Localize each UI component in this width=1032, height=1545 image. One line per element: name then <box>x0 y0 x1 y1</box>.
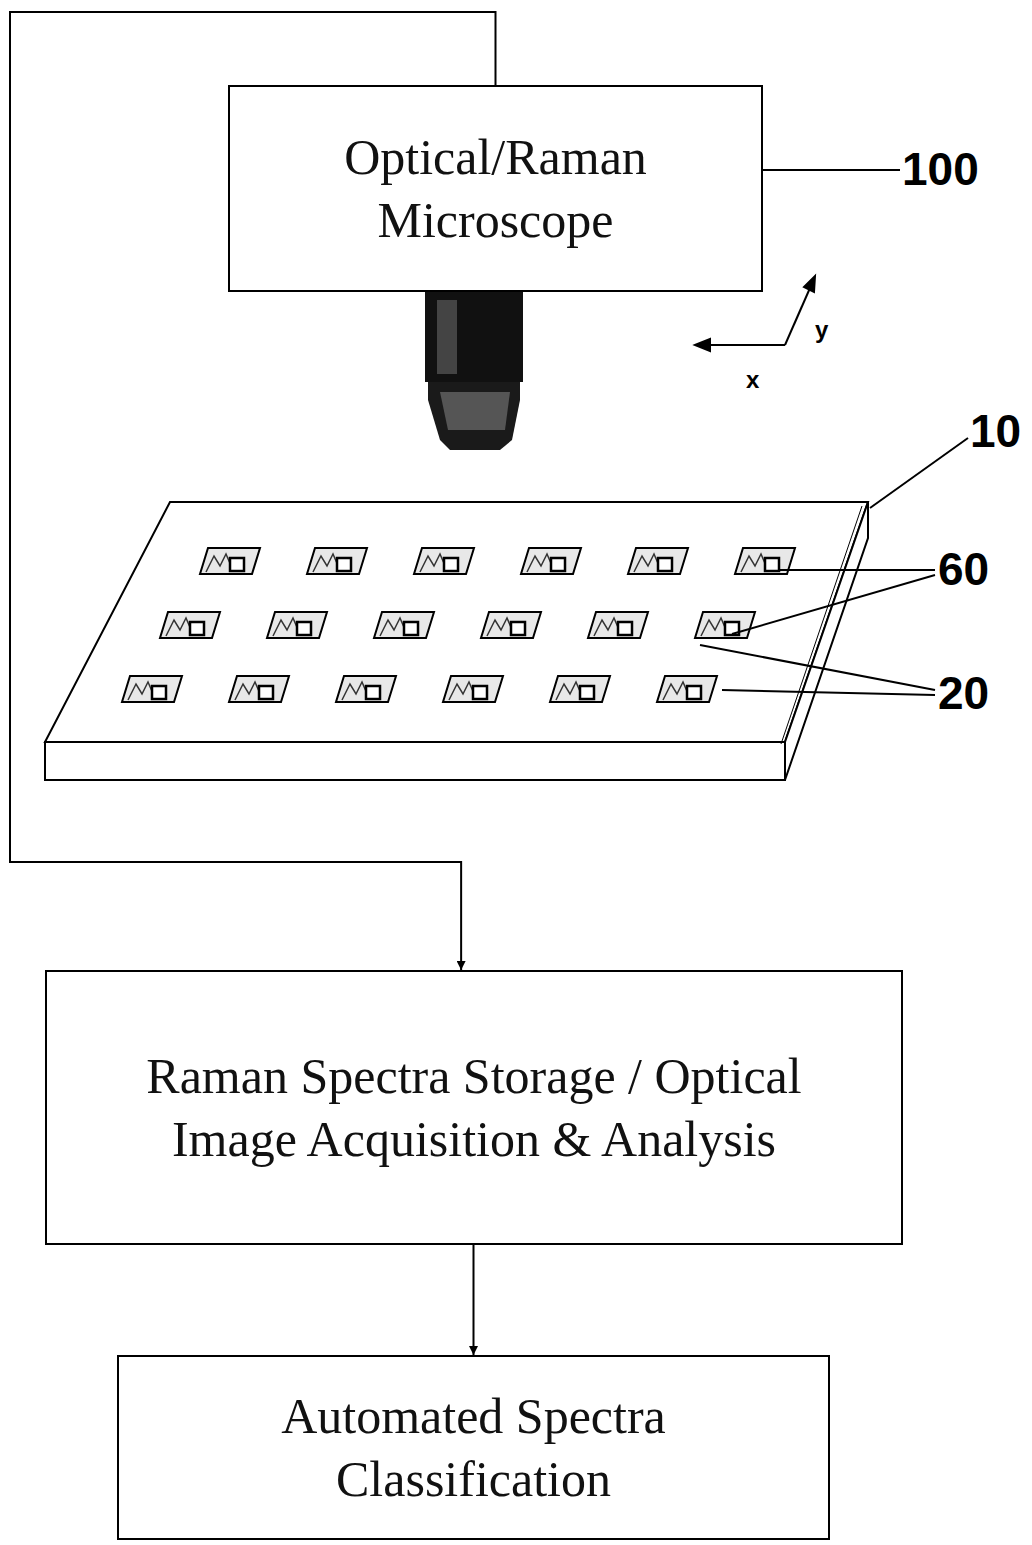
sample-spot <box>588 612 648 638</box>
box-text: Raman Spectra Storage / Optical Image Ac… <box>107 1045 841 1170</box>
sample-spot <box>481 612 541 638</box>
callout-number: 100 <box>902 146 979 192</box>
callout-number: 20 <box>938 670 989 716</box>
process-box: Automated Spectra Classification <box>117 1355 830 1540</box>
sample-array <box>122 548 795 702</box>
sample-spot <box>200 548 260 574</box>
box-text: Automated Spectra Classification <box>209 1385 738 1510</box>
sample-spot <box>160 612 220 638</box>
sample-spot <box>267 612 327 638</box>
sample-spot <box>414 548 474 574</box>
box-text: Optical/Raman Microscope <box>290 126 701 251</box>
flow-arrow <box>473 1245 475 1355</box>
sample-spot <box>336 676 396 702</box>
sample-spot <box>443 676 503 702</box>
sample-spot <box>657 676 717 702</box>
axis-label: x <box>746 368 759 392</box>
process-box: Optical/Raman Microscope <box>228 85 763 292</box>
sample-spot <box>307 548 367 574</box>
callout-number: 10 <box>970 408 1021 454</box>
sample-spot <box>521 548 581 574</box>
sample-spot <box>628 548 688 574</box>
process-box: Raman Spectra Storage / Optical Image Ac… <box>45 970 903 1245</box>
sample-spot <box>695 612 755 638</box>
sample-spot <box>229 676 289 702</box>
sample-spot <box>550 676 610 702</box>
sample-spot <box>374 612 434 638</box>
objective-lens <box>425 292 523 450</box>
callout-number: 60 <box>938 546 989 592</box>
sample-spot <box>122 676 182 702</box>
axis-label: y <box>815 318 828 342</box>
sample-slide <box>45 502 868 780</box>
